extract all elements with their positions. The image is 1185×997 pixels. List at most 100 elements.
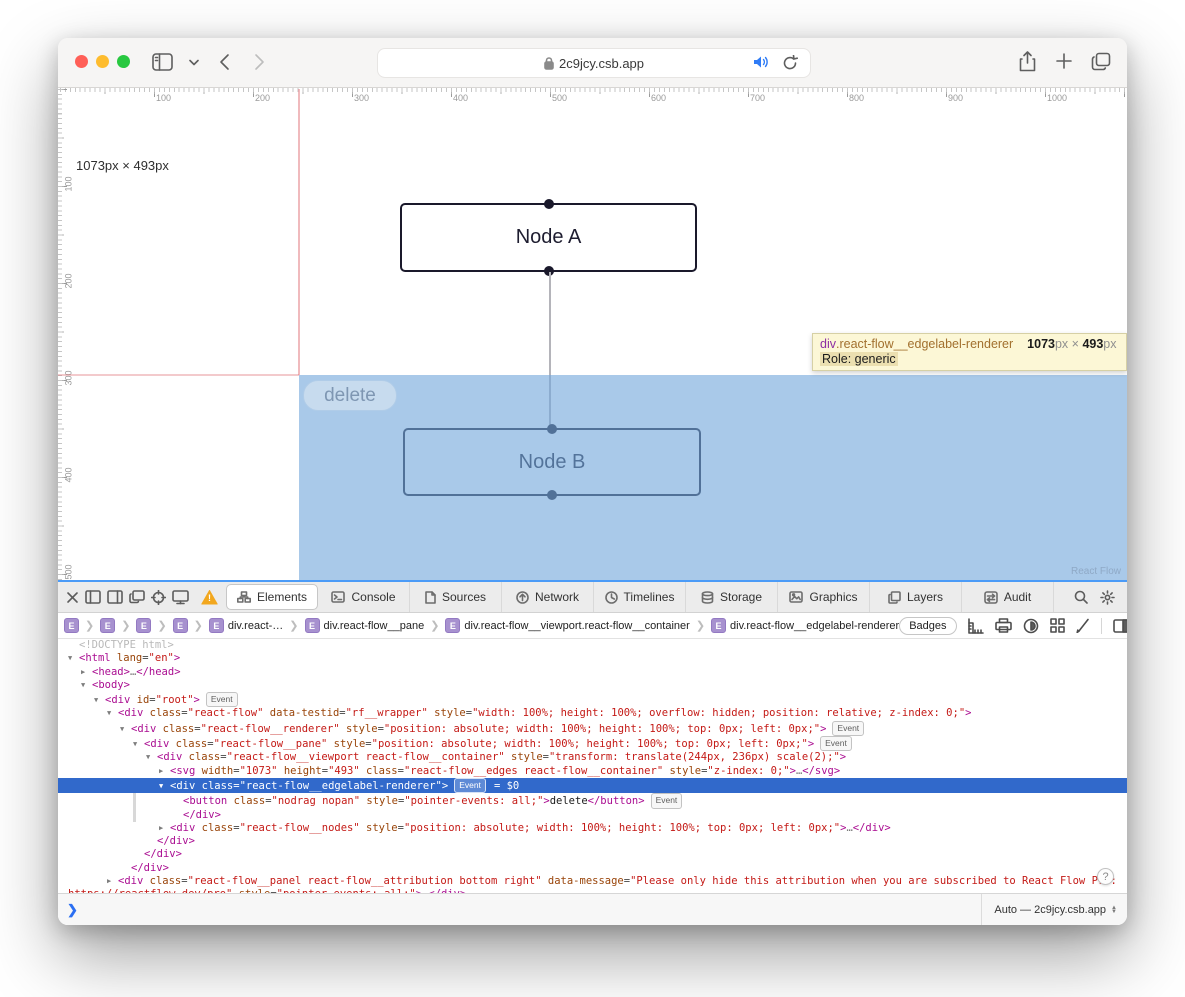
caret-icon[interactable]: ▶ [159, 766, 164, 775]
dock-side-right-icon[interactable] [107, 590, 123, 604]
node-a[interactable]: Node A [400, 199, 697, 276]
dom-node-selected[interactable]: ▼<div class="react-flow__edgelabel-rende… [58, 777, 1127, 794]
gear-icon[interactable] [1100, 589, 1115, 605]
dom-node[interactable]: ▶<head>…</head> [81, 665, 181, 678]
audio-playing-icon[interactable] [753, 55, 770, 72]
delete-edge-button[interactable]: delete [303, 380, 397, 411]
event-badge[interactable]: Event [205, 692, 238, 708]
event-badge[interactable]: Event [454, 777, 486, 794]
badges-button[interactable]: Badges [899, 616, 957, 635]
event-badge[interactable]: Event [832, 720, 865, 737]
rulers-toggle-icon[interactable] [967, 617, 984, 634]
caret-icon[interactable]: ▼ [146, 753, 151, 762]
tab-overview-icon[interactable] [1091, 52, 1111, 71]
element-badge: E [136, 618, 152, 633]
details-sidebar-toggle-icon[interactable] [1112, 618, 1127, 633]
appearance-toggle-icon[interactable] [1023, 618, 1039, 634]
edit-styles-icon[interactable] [1075, 618, 1090, 633]
breadcrumb-item[interactable]: E [100, 618, 116, 633]
breadcrumb-item[interactable]: E [172, 618, 188, 633]
issues-warning-icon[interactable]: ! [201, 589, 218, 605]
sidebar-toggle-icon[interactable] [152, 53, 173, 71]
tab-timelines[interactable]: Timelines [594, 582, 686, 612]
dom-node[interactable]: </div> [131, 861, 169, 874]
hruler-label: 800 [849, 93, 865, 103]
frame-select[interactable]: Auto — 2c9jcy.csb.app ▲▼ [981, 894, 1127, 925]
dom-node[interactable]: </div> [157, 835, 195, 848]
print-styles-icon[interactable] [994, 618, 1012, 633]
caret-icon[interactable]: ▼ [81, 680, 86, 689]
caret-icon[interactable]: ▼ [94, 696, 99, 705]
hruler-label: 900 [948, 93, 964, 103]
close-window-button[interactable] [75, 55, 88, 68]
breadcrumb-item[interactable]: E [64, 618, 79, 633]
new-tab-icon[interactable] [1055, 52, 1073, 70]
dom-node[interactable]: ▶<svg width="1073" height="493" class="r… [159, 764, 841, 777]
dom-node[interactable]: ▼<div class="react-flow__viewport react-… [146, 751, 847, 764]
sidebar-chevron-icon[interactable] [189, 59, 199, 66]
dom-node[interactable]: ▼<div class="react-flow__pane" style="po… [58, 736, 1127, 752]
vruler-label: 100 [63, 176, 74, 192]
dom-node[interactable]: ▼<html lang="en"> [68, 652, 181, 665]
dom-node[interactable]: ▼<div class="react-flow__renderer" style… [58, 720, 1127, 737]
edge-line[interactable] [549, 272, 551, 428]
tab-elements[interactable]: Elements [226, 584, 318, 610]
tab-network[interactable]: Network [502, 582, 594, 612]
back-button[interactable] [219, 53, 230, 71]
tab-sources[interactable]: Sources [410, 582, 502, 612]
vruler-label: 500 [63, 564, 74, 580]
tab-label: Sources [441, 590, 487, 604]
reload-icon[interactable] [783, 55, 798, 71]
grid-overlay-icon[interactable] [1049, 618, 1065, 633]
tab-storage[interactable]: Storage [686, 582, 778, 612]
node-a-label: Node A [515, 226, 582, 248]
search-icon[interactable] [1074, 590, 1088, 604]
zoom-window-button[interactable] [117, 55, 130, 68]
caret-icon[interactable]: ▼ [133, 740, 138, 749]
tab-label: Layers [906, 590, 944, 604]
event-badge[interactable]: Event [650, 793, 683, 809]
tab-audit[interactable]: Audit [962, 582, 1054, 612]
caret-icon[interactable]: ▶ [81, 667, 86, 676]
tooltip-dimensions: 1073px × 493px [1027, 337, 1117, 351]
dom-node[interactable]: ▶<div class="react-flow__nodes" style="p… [159, 821, 891, 834]
caret-icon[interactable]: ▶ [107, 877, 112, 886]
minimize-window-button[interactable] [96, 55, 109, 68]
react-flow-attribution[interactable]: React Flow [1070, 566, 1121, 577]
address-bar[interactable]: 2c9jcy.csb.app [377, 48, 811, 78]
dom-node[interactable]: ▶<div class="react-flow__panel react-flo… [68, 875, 1117, 893]
node-a-source-handle[interactable] [543, 199, 554, 209]
tab-console[interactable]: Console [318, 582, 410, 612]
caret-icon[interactable]: ▼ [68, 654, 73, 663]
share-icon[interactable] [1019, 51, 1036, 72]
caret-icon[interactable]: ▶ [159, 823, 164, 832]
device-settings-icon[interactable] [172, 589, 189, 605]
dom-node[interactable]: ▼<div class="react-flow" data-testid="rf… [107, 707, 972, 720]
help-button[interactable]: ? [1097, 868, 1114, 885]
node-a-target-handle[interactable] [543, 266, 554, 276]
element-picker-icon[interactable] [151, 589, 166, 605]
caret-icon[interactable]: ▼ [120, 724, 125, 733]
event-badge[interactable]: Event [820, 736, 852, 752]
caret-icon[interactable]: ▼ [159, 781, 164, 790]
tab-layers[interactable]: Layers [870, 582, 962, 612]
caret-icon[interactable]: ▼ [107, 709, 112, 718]
dom-node[interactable]: <!DOCTYPE html> [79, 639, 174, 651]
tab-graphics[interactable]: Graphics [778, 582, 870, 612]
dock-side-left-icon[interactable] [85, 590, 101, 604]
dom-node[interactable]: ▼<div id="root">Event [58, 692, 1127, 708]
undock-icon[interactable] [129, 590, 145, 604]
inspector-resize-divider[interactable] [58, 580, 1127, 582]
dom-node[interactable]: ▼<body> [81, 678, 130, 691]
dom-node[interactable]: </div> [144, 848, 182, 861]
dom-node[interactable]: <button class="nodrag nopan" style="poin… [58, 793, 1127, 809]
breadcrumb-item[interactable]: E [136, 618, 152, 633]
dom-node[interactable]: </div> [58, 808, 1127, 823]
forward-button[interactable] [254, 53, 265, 71]
console-prompt-icon[interactable]: ❯ [67, 901, 78, 917]
close-inspector-icon[interactable] [66, 591, 79, 604]
